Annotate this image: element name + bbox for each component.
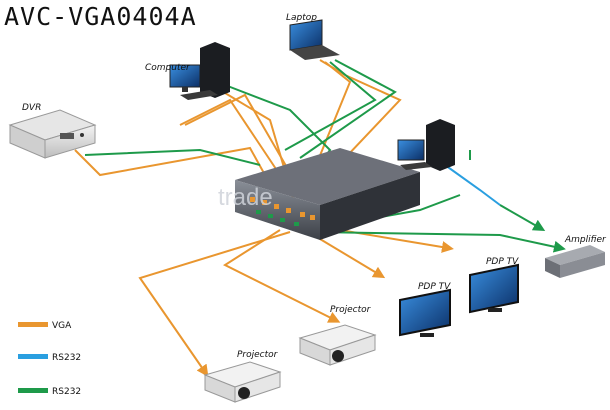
projector-2-label: Projector (237, 350, 279, 360)
legend-swatch-rs232-green (18, 388, 48, 393)
projector-1-label: Projector (330, 305, 372, 315)
dvr-label: DVR (22, 103, 41, 113)
control-computer-device (397, 119, 455, 171)
pdp-tv-2-label: PDP TV (486, 257, 519, 267)
projector-2 (203, 361, 282, 403)
dvr-device (8, 109, 97, 159)
legend-swatch-vga (18, 322, 48, 327)
projector-1 (298, 324, 377, 366)
pdp-tv-1-label: PDP TV (418, 282, 451, 292)
legend: VGA RS232 RS232 (18, 321, 81, 397)
legend-label-rs232-green: RS232 (52, 387, 81, 397)
legend-swatch-rs232-blue (18, 354, 48, 359)
pdp-tv-1 (399, 288, 451, 337)
rs232-green-cables (84, 59, 566, 253)
rs232-blue-cables (444, 164, 501, 206)
pdp-tv-2 (469, 263, 519, 314)
vga-matrix-switcher (235, 148, 420, 240)
legend-label-vga: VGA (52, 321, 72, 331)
watermark-text: trade (218, 184, 273, 211)
amplifier-label: Amplifier (564, 235, 607, 245)
legend-label-rs232-blue: RS232 (52, 353, 81, 363)
amplifier-device (545, 245, 605, 278)
amplifier-link (499, 204, 546, 231)
computer-label: Computer (145, 63, 191, 73)
computer-device (169, 42, 230, 100)
diagram-title: AVC-VGA0404A (4, 2, 197, 31)
laptop-device (289, 19, 340, 60)
laptop-label: Laptop (286, 13, 317, 23)
